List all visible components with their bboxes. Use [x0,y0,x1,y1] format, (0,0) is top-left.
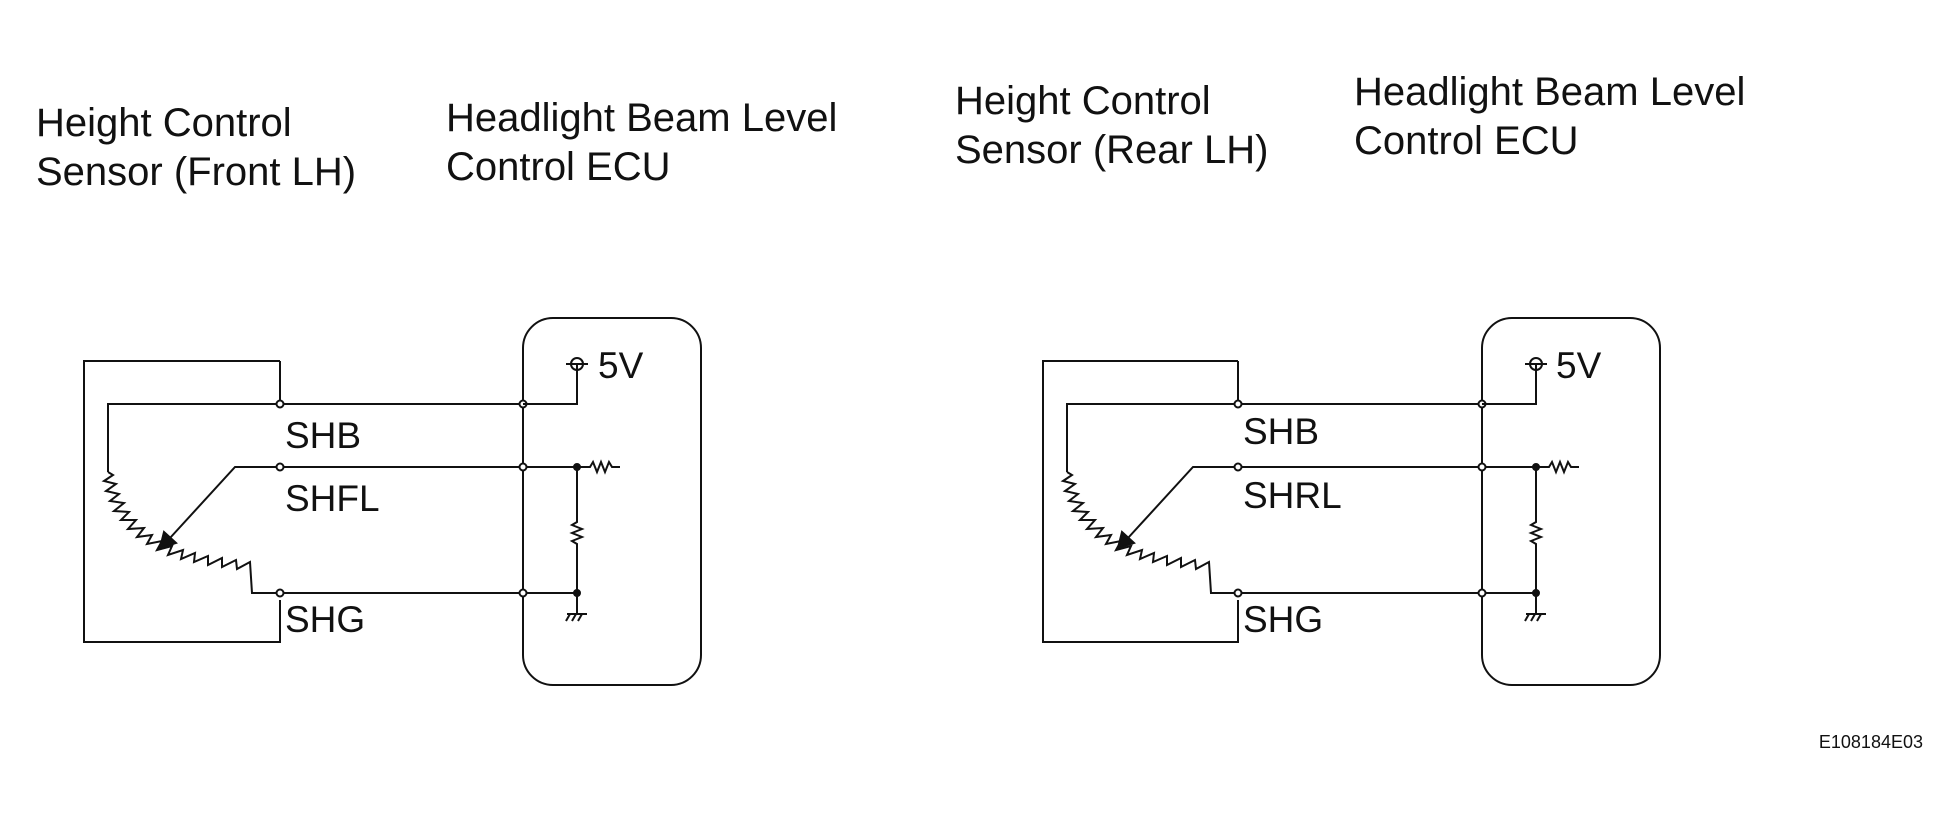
pin-label-signal: SHRL [1243,475,1342,516]
pin-label-shg: SHG [285,599,365,640]
sensor-title-front: Height Control Sensor (Front LH) [36,99,356,197]
pin-signal [275,462,285,472]
sensor-title-line-1: Height Control [36,101,292,145]
potentiometer-wiper [1127,466,1238,539]
pin-label-shg: SHG [1243,599,1323,640]
ecu-pin-signal [1477,462,1487,472]
potentiometer-lead-top [107,403,280,472]
circuit-front [83,317,702,686]
pin-label-shb: SHB [1243,411,1319,452]
ecu-title-line-1: Headlight Beam Level [1354,70,1746,114]
sensor-title-line-2: Sensor (Front LH) [36,150,357,194]
pin-signal [1233,462,1243,472]
ground-icon [565,593,587,622]
shunt-resistor [1528,467,1544,593]
ecu-box [1481,317,1661,686]
sensor-housing [1042,360,1239,643]
figure-code: E108184E03 [1818,732,1923,752]
ecu-title-line-1: Headlight Beam Level [446,96,838,140]
series-resistor [577,459,620,475]
ecu-title-rear: Headlight Beam Level Control ECU [1354,68,1745,166]
potentiometer-element [101,471,280,594]
ecu-title-line-2: Control ECU [446,145,671,189]
supply-voltage-label: 5V [598,345,644,386]
pin-label-shb: SHB [285,415,361,456]
ground-icon [1524,593,1546,622]
supply-lead [1482,364,1537,405]
supply-voltage-label: 5V [1556,345,1602,386]
sensor-title-line-2: Sensor (Rear LH) [955,128,1269,172]
pin-shg [275,588,285,598]
supply-lead [523,364,578,405]
ecu-pin-shg [1477,588,1487,598]
ecu-pin-signal [518,462,528,472]
pin-shb [1233,399,1243,409]
sensor-title-line-1: Height Control [955,79,1211,123]
series-resistor [1536,459,1579,475]
sensor-title-rear: Height Control Sensor (Rear LH) [955,77,1268,175]
ecu-pin-shg [518,588,528,598]
wiper-arrow-icon [1116,530,1136,550]
pin-shg [1233,588,1243,598]
potentiometer-wiper [169,466,280,539]
wiper-arrow-icon [158,530,178,550]
ecu-title-line-2: Control ECU [1354,119,1579,163]
pin-label-signal: SHFL [285,478,380,519]
circuit-rear [1042,317,1661,686]
ecu-box [522,317,702,686]
pin-shb [275,399,285,409]
potentiometer-element [1060,471,1238,594]
shunt-resistor [569,467,585,593]
sensor-housing [83,360,281,643]
potentiometer-lead-top [1066,403,1238,472]
ecu-title-front: Headlight Beam Level Control ECU [446,94,837,192]
